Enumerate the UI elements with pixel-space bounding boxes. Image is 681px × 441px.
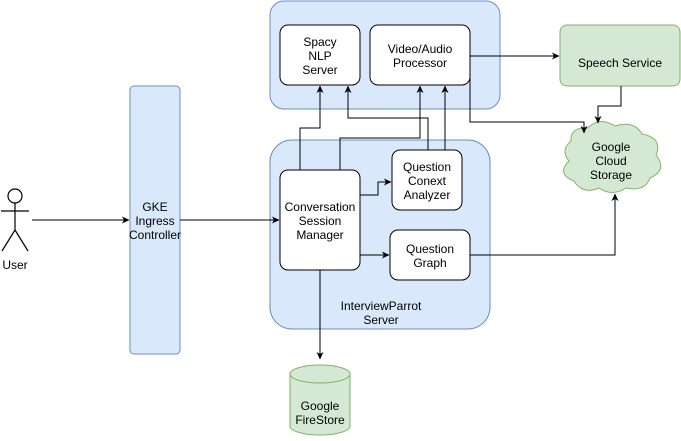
google-firestore [289,364,351,436]
gke-label-line-1: GKE [142,200,167,214]
speech-label: Speech Service [578,56,662,70]
arrow-speech-to-storage [594,86,622,124]
arrow-conversation-to-question-context [360,178,392,196]
arrow-conversation-to-video [339,85,424,170]
speech-service [559,24,681,87]
question-context-label-line-2: Conext [408,174,447,188]
question-graph-label-line-2: Graph [413,256,446,270]
spacy-label-line-1: Spacy [303,35,336,49]
video-audio-processor [369,24,471,86]
firestore-label-line-2: FireStore [295,413,345,427]
spacy-nlp-server [279,24,361,86]
question-context-label-line-3: Analyzer [404,188,451,202]
gke-label-line-3: Controller [129,228,181,242]
question-graph-label-line-1: Question [406,242,454,256]
arrow-video-to-storage [469,70,588,134]
conversation-label-line-1: Conversation [285,200,356,214]
conversation-label-line-3: Manager [296,228,343,242]
conversation-label-line-2: Session [299,214,342,228]
video-label-line-2: Processor [393,56,447,70]
user-label: User [2,258,27,272]
spacy-label-line-3: Server [302,63,337,77]
interviewparrot-label-line-1: InterviewParrot [341,299,422,313]
storage-label-line-3: Storage [590,168,632,182]
storage-label-line-2: Cloud [595,154,626,168]
video-label-line-1: Video/Audio [388,42,453,56]
user-actor-icon [1,188,29,252]
question-context-analyzer [391,149,463,211]
question-context-label-line-1: Question [403,160,451,174]
gke-label-line-2: Ingress [135,214,174,228]
arrow-question-context-to-spacy [344,85,429,150]
arrow-question-graph-to-storage [470,193,619,256]
storage-label-line-1: Google [592,140,631,154]
interviewparrot-label-line-2: Server [363,313,398,327]
spacy-label-line-2: NLP [308,49,331,63]
arrow-conversation-to-spacy [299,85,324,170]
firestore-label-line-1: Google [301,399,340,413]
google-cloud-storage [563,121,662,193]
